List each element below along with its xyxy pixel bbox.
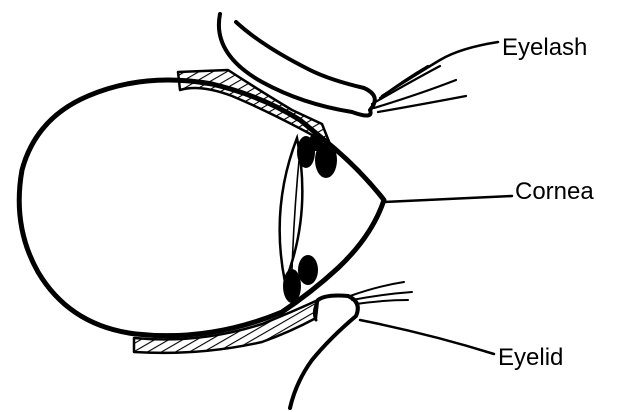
eyelash-label: Eyelash bbox=[502, 36, 587, 60]
eyelid-label: Eyelid bbox=[498, 346, 563, 370]
ciliary-body-upper bbox=[297, 133, 337, 178]
lower-eyelashes bbox=[350, 282, 412, 304]
eyelid-leader-line bbox=[360, 320, 494, 354]
cornea-label: Cornea bbox=[515, 180, 594, 204]
cornea-leader-line bbox=[384, 196, 512, 202]
